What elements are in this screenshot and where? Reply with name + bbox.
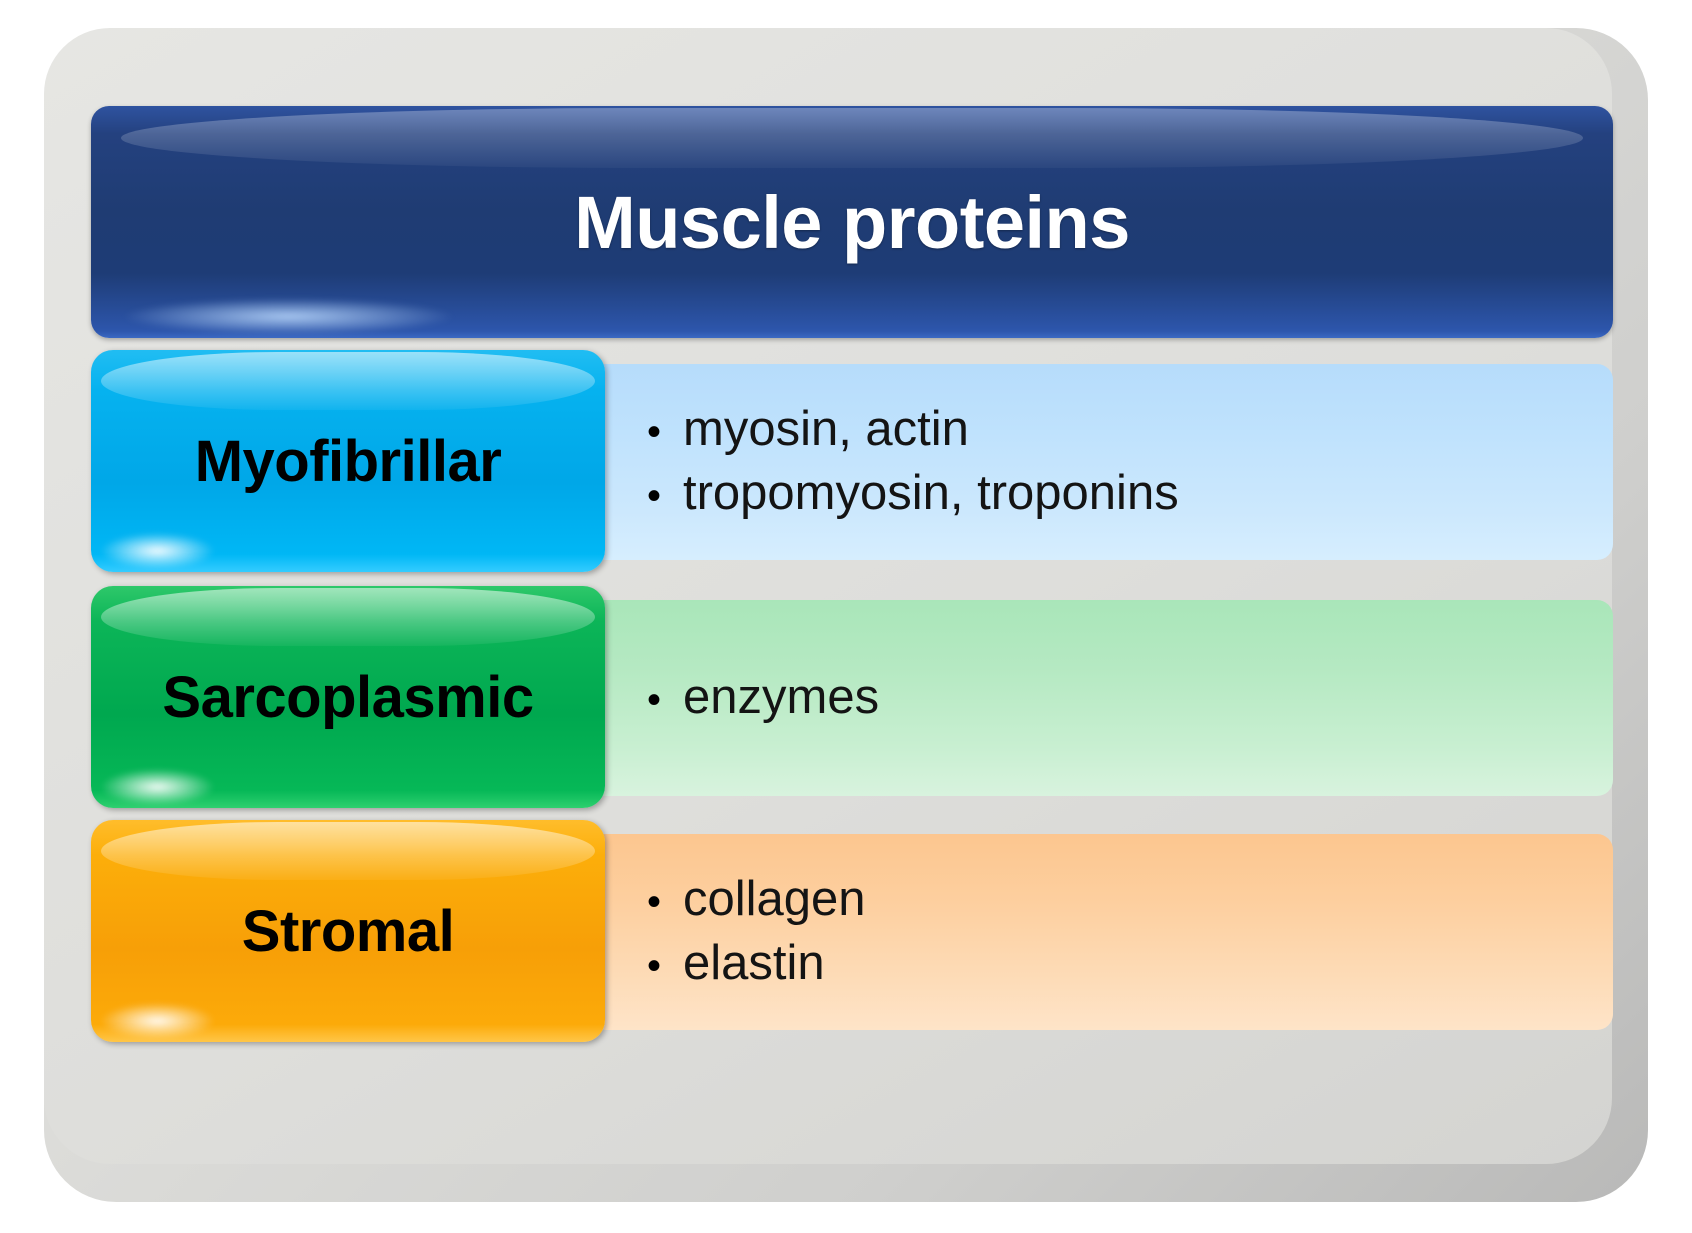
header-bottom-highlight: [121, 297, 457, 335]
list-item: • enzymes: [647, 666, 1613, 730]
list-item: • myosin, actin: [647, 398, 1613, 462]
list-item: • tropomyosin, troponins: [647, 462, 1613, 526]
label-bottom-highlight: [101, 769, 215, 805]
category-label-box-stromal: Stromal: [91, 820, 605, 1042]
category-row-myofibrillar: • myosin, actin • tropomyosin, troponins…: [91, 350, 1613, 572]
diagram-inner-surface: Muscle proteins • myosin, actin • tropom…: [44, 28, 1613, 1164]
category-label-text: Sarcoplasmic: [162, 664, 534, 730]
label-gloss-highlight: [101, 822, 595, 880]
label-bottom-highlight: [101, 1003, 215, 1039]
content-panel-sarcoplasmic: • enzymes: [589, 600, 1613, 796]
diagram-frame: Muscle proteins • myosin, actin • tropom…: [44, 28, 1648, 1202]
list-item: • elastin: [647, 932, 1613, 996]
list-item-label: myosin, actin: [683, 402, 969, 457]
header-gloss-highlight: [121, 108, 1583, 169]
bullet-icon: •: [647, 474, 662, 518]
content-panel-myofibrillar: • myosin, actin • tropomyosin, troponins: [589, 364, 1613, 560]
list-item: • collagen: [647, 868, 1613, 932]
label-gloss-highlight: [101, 588, 595, 646]
list-item-label: collagen: [683, 872, 866, 927]
bullet-icon: •: [647, 410, 662, 455]
list-item-label: enzymes: [683, 670, 880, 725]
header-box: Muscle proteins: [91, 106, 1613, 338]
list-item-label: elastin: [683, 936, 825, 990]
label-gloss-highlight: [101, 352, 595, 410]
bullet-icon: •: [647, 678, 662, 723]
category-row-sarcoplasmic: • enzymes Sarcoplasmic: [91, 586, 1613, 808]
diagram-title: Muscle proteins: [574, 180, 1130, 264]
bullet-icon: •: [647, 944, 662, 988]
category-label-text: Myofibrillar: [194, 428, 502, 494]
list-item-label: tropomyosin, troponins: [683, 466, 1179, 520]
category-label-text: Stromal: [241, 898, 455, 964]
category-label-box-myofibrillar: Myofibrillar: [91, 350, 605, 572]
category-row-stromal: • collagen • elastin Stromal: [91, 820, 1613, 1042]
category-label-box-sarcoplasmic: Sarcoplasmic: [91, 586, 605, 808]
bullet-icon: •: [647, 880, 662, 925]
content-panel-stromal: • collagen • elastin: [589, 834, 1613, 1030]
label-bottom-highlight: [101, 533, 215, 569]
